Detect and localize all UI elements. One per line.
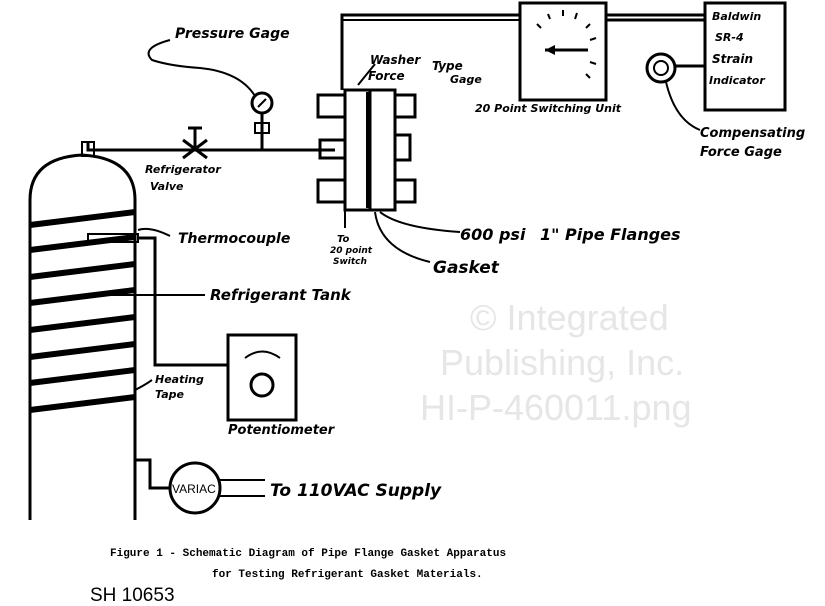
compensating-force-gage <box>645 52 705 131</box>
watermark-line: © Integrated <box>470 297 669 338</box>
variac <box>168 461 265 515</box>
label-gage: Gage <box>450 73 482 86</box>
label-variac: VARIAC <box>172 482 216 496</box>
label-refrigerant-tank: Refrigerant Tank <box>210 286 352 304</box>
label-gasket: Gasket <box>433 258 500 278</box>
watermark-line: Publishing, Inc. <box>440 342 684 383</box>
label-pipe-flanges: 1" Pipe Flanges <box>540 225 681 244</box>
potentiometer <box>226 333 298 422</box>
label-600-psi: 600 psi <box>460 225 526 244</box>
label-supply: To 110VAC Supply <box>270 481 442 501</box>
watermark-line: HI-P-460011.png <box>420 387 692 428</box>
label-refrigerator: Refrigerator <box>145 163 221 176</box>
indicator-wire <box>606 13 705 22</box>
signal-wire <box>340 13 520 90</box>
label-sr4: SR-4 <box>715 31 744 44</box>
strain-indicator <box>703 1 787 112</box>
label-type: Type <box>432 59 463 73</box>
refrigerator-valve <box>182 126 208 160</box>
label-baldwin: Baldwin <box>712 10 761 23</box>
label-pressure-gage: Pressure Gage <box>175 26 290 42</box>
label-force: Force <box>368 69 405 83</box>
label-strain: Strain <box>712 52 753 66</box>
label-washer: Washer <box>370 53 421 67</box>
figure-caption-line-1: Figure 1 - Schematic Diagram of Pipe Fla… <box>110 548 506 560</box>
pipe-flange-assembly <box>316 88 461 263</box>
pressure-gage <box>147 39 274 150</box>
label-force-gage: Force Gage <box>700 145 782 160</box>
label-heating: Heating <box>155 373 204 386</box>
label-switching-unit: 20 Point Switching Unit <box>475 102 622 115</box>
label-compensating: Compensating <box>700 126 805 141</box>
heater-wire <box>135 458 170 490</box>
refrigerant-line <box>86 142 335 152</box>
refrigerant-tank <box>28 141 139 520</box>
figure-caption-line-2: for Testing Refrigerant Gasket Materials… <box>212 569 483 581</box>
thermocouple-wire <box>138 236 228 367</box>
watermark: © Integrated Publishing, Inc. HI-P-46001… <box>420 297 692 428</box>
label-valve: Valve <box>150 180 184 193</box>
label-to: To <box>337 234 350 245</box>
id-mark: SH 10653 <box>90 585 175 606</box>
switching-unit <box>518 1 608 102</box>
label-thermocouple: Thermocouple <box>178 231 290 247</box>
label-tape: Tape <box>155 388 184 401</box>
label-20-point: 20 point <box>330 246 373 256</box>
label-indicator: Indicator <box>709 74 765 87</box>
label-switch: Switch <box>333 257 367 267</box>
label-potentiometer: Potentiometer <box>228 423 336 438</box>
